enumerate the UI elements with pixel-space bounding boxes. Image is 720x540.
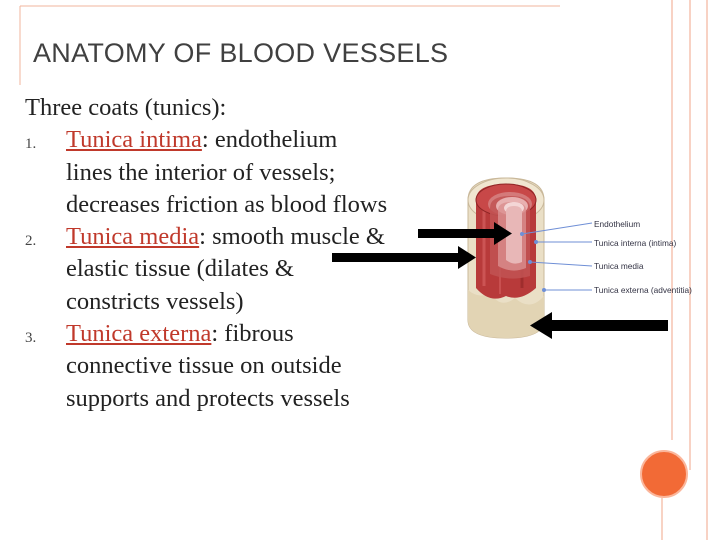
list-item-tunica-externa: 3. Tunica externa: fibrous connective ti… xyxy=(25,318,455,415)
list-number: 2. xyxy=(25,233,37,250)
list-number: 1. xyxy=(25,136,37,153)
list-item-text: Tunica media: smooth muscle & elastic ti… xyxy=(66,223,385,315)
list-item-text: Tunica intima: endothelium lines the int… xyxy=(66,126,388,218)
slide-title: ANATOMY OF BLOOD VESSELS xyxy=(33,38,449,68)
term-tunica-externa: Tunica externa xyxy=(66,320,212,348)
term-tunica-media: Tunica media xyxy=(66,223,200,251)
intro-text: Three coats (tunics): xyxy=(25,94,227,121)
label-pointer-lines xyxy=(520,222,593,292)
list-number: 3. xyxy=(25,330,37,347)
label-tunica-media: Tunica media xyxy=(594,261,644,271)
list-item-tunica-media: 2. Tunica media: smooth muscle & elastic… xyxy=(25,221,455,318)
tunica-intima-layer xyxy=(488,192,532,279)
list-item-text: Tunica externa: fibrous connective tissu… xyxy=(66,320,350,412)
term-tunica-intima: Tunica intima xyxy=(66,126,202,154)
slide-body: Three coats (tunics): 1. Tunica intima: … xyxy=(25,92,455,415)
list-item-tunica-intima: 1. Tunica intima: endothelium lines the … xyxy=(25,124,455,221)
label-tunica-interna: Tunica interna (intima) xyxy=(594,238,676,248)
decorative-orange-circle xyxy=(640,450,688,498)
label-endothelium: Endothelium xyxy=(594,219,640,229)
label-tunica-externa: Tunica externa (adventitia) xyxy=(594,285,692,295)
blood-vessel-diagram: Endothelium Tunica interna (intima) Tuni… xyxy=(467,177,692,339)
